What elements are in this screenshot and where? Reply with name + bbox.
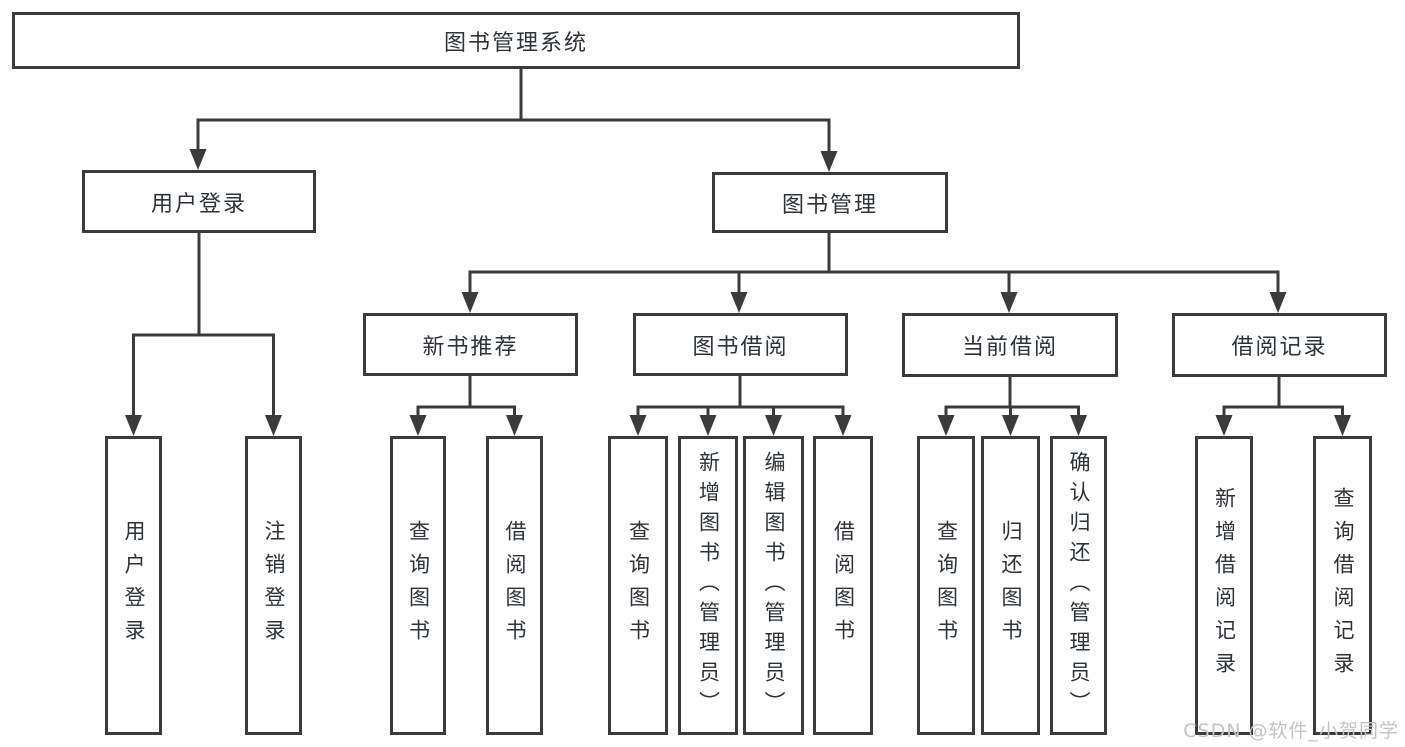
leaf-confirm-return-admin: 确认归还（管理员） (1050, 436, 1107, 735)
leaf-label: 新增图书（管理员） (696, 450, 721, 721)
arrow-down-icon (1070, 415, 1087, 436)
leaf-label: 查询图书 (406, 519, 431, 652)
leaf-label: 注销登录 (262, 519, 286, 652)
leaf-label: 归还图书 (999, 519, 1023, 652)
leaf-label: 新增借阅记录 (1212, 486, 1237, 685)
watermark: CSDN @软件_小贺同学 (1183, 720, 1399, 742)
arrow-down-icon (1002, 415, 1019, 436)
node-label: 图书管理 (781, 192, 878, 218)
leaf-query-books-recommend: 查询图书 (390, 436, 446, 735)
connector-new-book-recommend (416, 376, 516, 424)
leaf-borrow-books-borrowing: 借阅图书 (813, 436, 873, 735)
connector-root (196, 69, 831, 160)
leaf-query-books-borrowing: 查询图书 (608, 436, 668, 735)
leaf-label: 查询借阅记录 (1331, 486, 1355, 685)
arrowheads (125, 149, 1351, 436)
node-book-borrowing: 图书借阅 (633, 313, 848, 376)
leaf-query-books-current: 查询图书 (917, 436, 975, 735)
leaf-label: 编辑图书（管理员） (762, 450, 786, 721)
leaf-label: 查询图书 (934, 519, 959, 652)
node-borrowing-records: 借阅记录 (1172, 313, 1387, 377)
leaf-label: 借阅图书 (831, 519, 856, 652)
arrow-down-icon (1000, 292, 1018, 313)
leaf-logout: 注销登录 (245, 436, 302, 735)
node-book-management: 图书管理 (712, 172, 948, 233)
arrow-down-icon (834, 415, 852, 436)
connector-borrowing-records (1222, 377, 1344, 424)
arrow-down-icon (189, 149, 207, 170)
arrow-down-icon (1334, 415, 1351, 436)
arrow-down-icon (730, 292, 748, 313)
arrow-down-icon (629, 415, 647, 436)
leaf-label: 确认归还（管理员） (1067, 450, 1091, 721)
leaf-return-books: 归还图书 (981, 436, 1040, 735)
arrow-down-icon (461, 292, 479, 313)
arrow-down-icon (765, 415, 782, 436)
leaf-borrow-books-recommend: 借阅图书 (486, 436, 543, 735)
leaf-user-login: 用户登录 (105, 436, 162, 735)
arrow-down-icon (506, 415, 523, 436)
arrow-down-icon (937, 415, 955, 436)
leaf-add-borrow-record: 新增借阅记录 (1195, 436, 1253, 735)
arrow-down-icon (1215, 415, 1233, 436)
leaf-add-book-admin: 新增图书（管理员） (678, 436, 738, 735)
leaf-edit-book-admin: 编辑图书（管理员） (743, 436, 804, 735)
arrow-down-icon (265, 415, 282, 436)
leaf-query-borrow-record: 查询借阅记录 (1313, 436, 1372, 735)
node-current-borrowing: 当前借阅 (902, 313, 1118, 377)
arrow-down-icon (699, 415, 717, 436)
node-label: 新书推荐 (422, 334, 519, 360)
arrow-down-icon (820, 151, 838, 172)
node-label: 借阅记录 (1231, 335, 1328, 360)
connector-book-borrowing (636, 376, 845, 424)
arrow-down-icon (1269, 292, 1287, 313)
node-root-label: 图书管理系统 (443, 30, 588, 56)
node-root: 图书管理系统 (12, 12, 1020, 69)
connector-user-login (132, 233, 275, 424)
leaf-label: 查询图书 (626, 519, 651, 652)
node-label: 当前借阅 (961, 335, 1058, 360)
node-label: 图书借阅 (692, 334, 789, 360)
node-new-book-recommend: 新书推荐 (363, 313, 578, 376)
arrow-down-icon (125, 415, 142, 436)
connector-book-management (468, 233, 1280, 300)
node-user-login: 用户登录 (82, 170, 316, 233)
arrow-down-icon (409, 415, 427, 436)
node-label: 用户登录 (150, 191, 247, 217)
leaf-label: 用户登录 (122, 519, 146, 652)
leaf-label: 借阅图书 (503, 519, 527, 652)
